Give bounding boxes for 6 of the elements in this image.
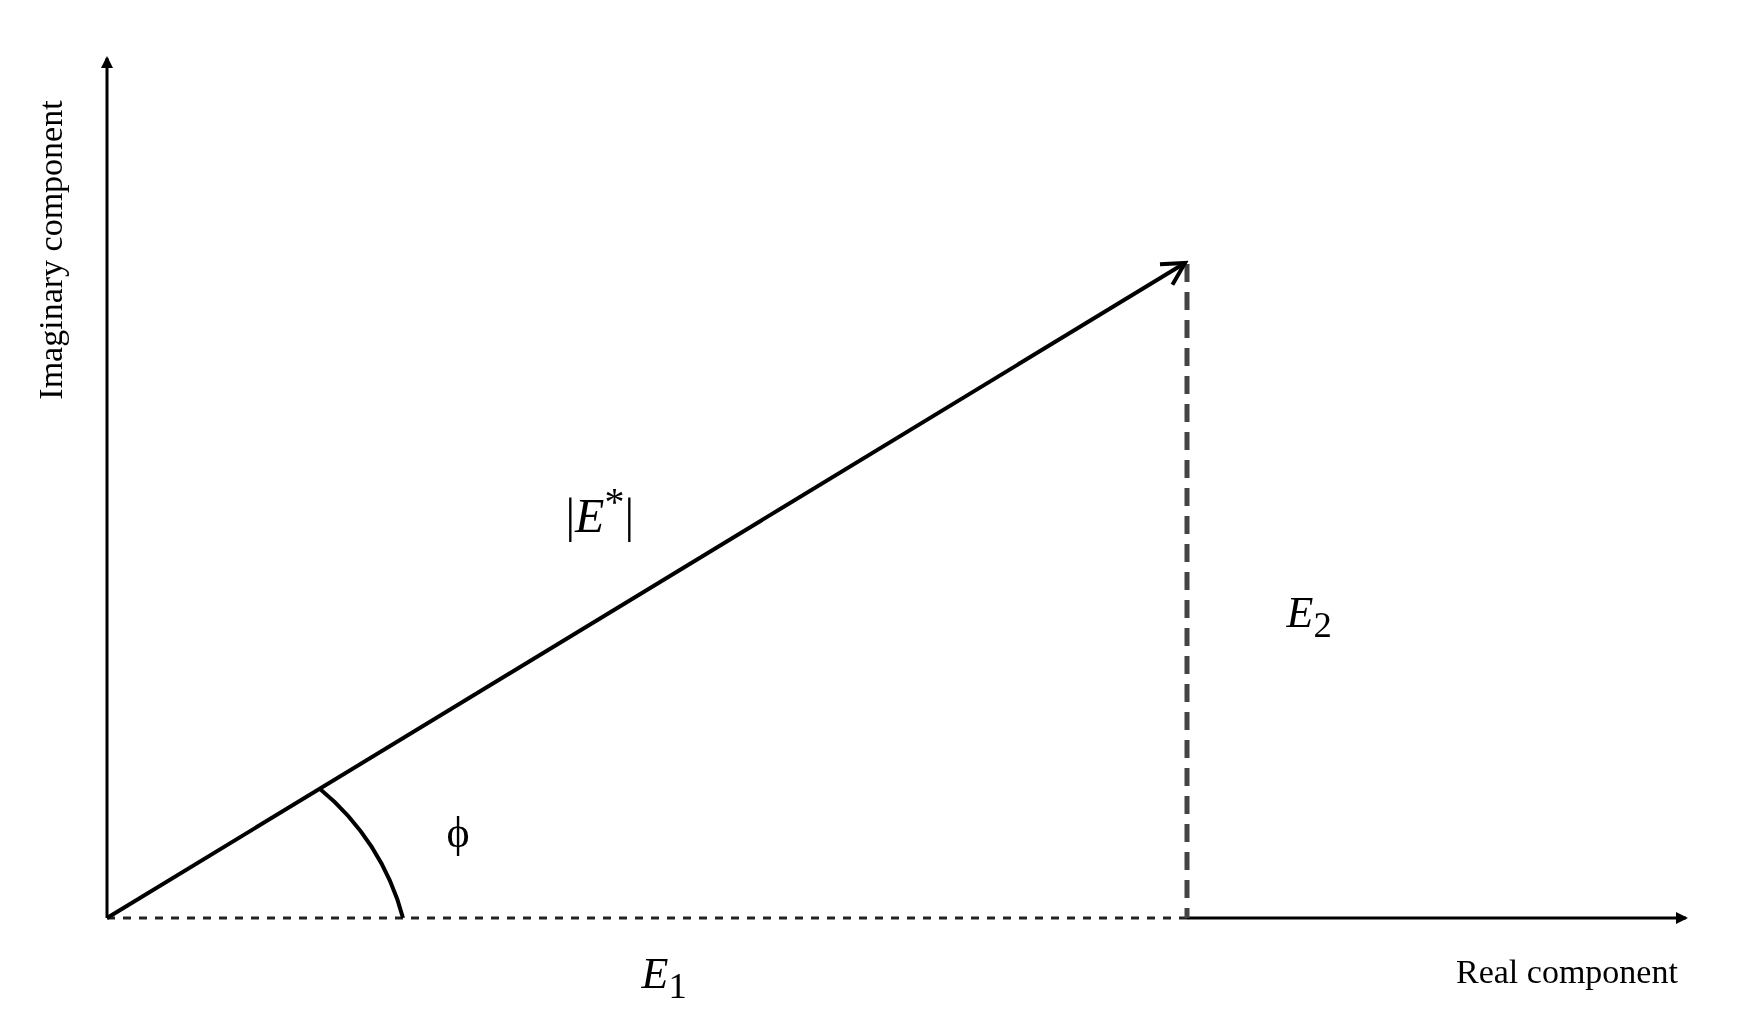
axis-label: Real component (1456, 955, 1678, 989)
component-label: E$_{1}$ (641, 952, 687, 1005)
component-label: E$_{2}$ (1286, 591, 1332, 644)
magnitude-label: |E$^{*}$| (565, 482, 635, 540)
axis-label: Imaginary component (33, 100, 68, 400)
angle-label: ϕ (446, 811, 470, 855)
